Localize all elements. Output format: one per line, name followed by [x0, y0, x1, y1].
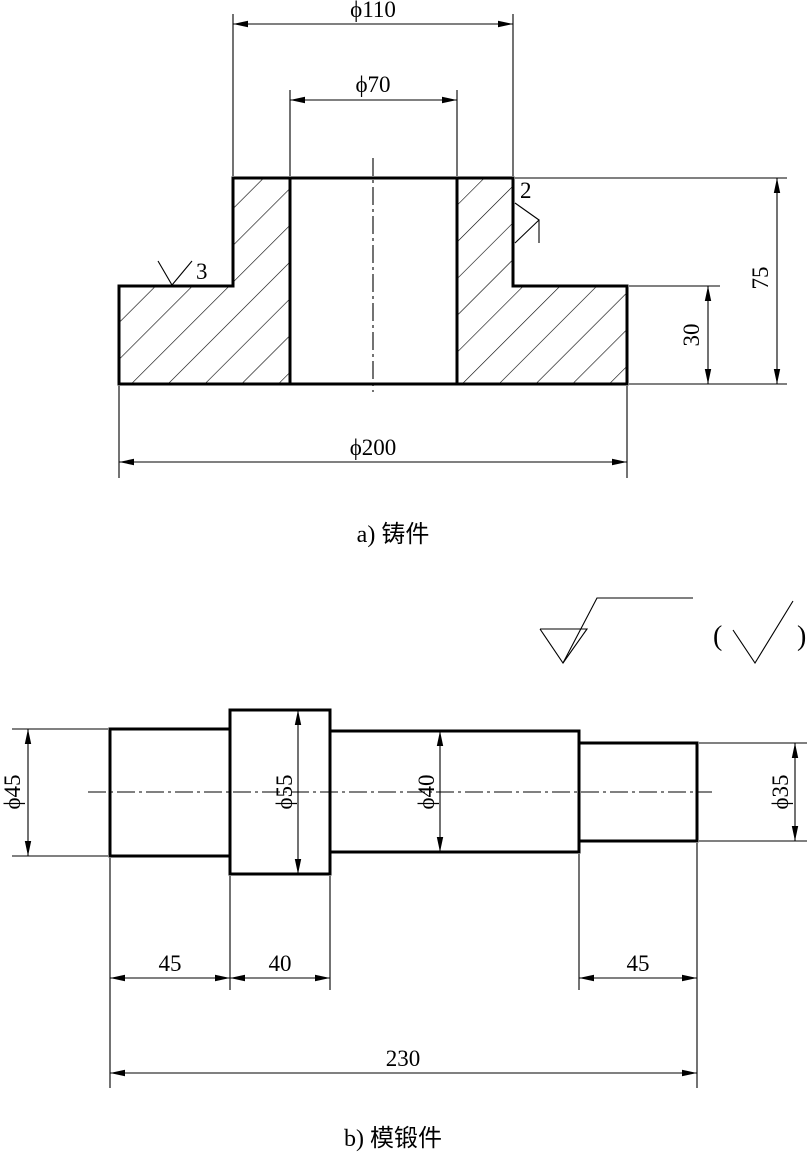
shaft-step-3 — [328, 729, 581, 854]
dim-base: ϕ200 — [350, 435, 397, 460]
casting-right-wall-section — [457, 178, 627, 384]
casting-drawing: ϕ110 ϕ70 ϕ200 75 30 3 2 a) 铸件 — [117, 0, 787, 548]
svg-text:2: 2 — [520, 178, 532, 203]
casting-caption: a) 铸件 — [357, 521, 430, 548]
dim-dia-4: ϕ35 — [768, 774, 793, 809]
svg-text:(: ( — [713, 621, 722, 652]
roughness-symbol-right: 2 — [514, 178, 540, 244]
dim-len-1: 45 — [159, 951, 182, 976]
svg-text:): ) — [797, 621, 806, 652]
dim-flange-height: 30 — [679, 324, 704, 347]
dim-len-4: 45 — [627, 951, 650, 976]
svg-text:3: 3 — [196, 259, 208, 284]
dim-total-height: 75 — [748, 267, 773, 290]
roughness-note: ( ) — [539, 597, 806, 665]
dim-dia-1: ϕ45 — [0, 774, 25, 809]
dim-len-2: 40 — [269, 951, 292, 976]
dim-bore: ϕ70 — [355, 72, 390, 97]
forging-caption: b) 模锻件 — [344, 1125, 442, 1152]
dim-dia-2: ϕ55 — [272, 774, 297, 809]
casting-outline — [117, 176, 629, 386]
dim-top-outer: ϕ110 — [350, 0, 396, 22]
dim-dia-3: ϕ40 — [414, 774, 439, 809]
forging-drawing: ( ) ϕ45 ϕ55 ϕ40 ϕ35 45 — [0, 597, 807, 1152]
dim-len-total: 230 — [386, 1046, 421, 1071]
roughness-symbol-left: 3 — [157, 259, 208, 286]
casting-left-wall-section — [119, 178, 290, 384]
